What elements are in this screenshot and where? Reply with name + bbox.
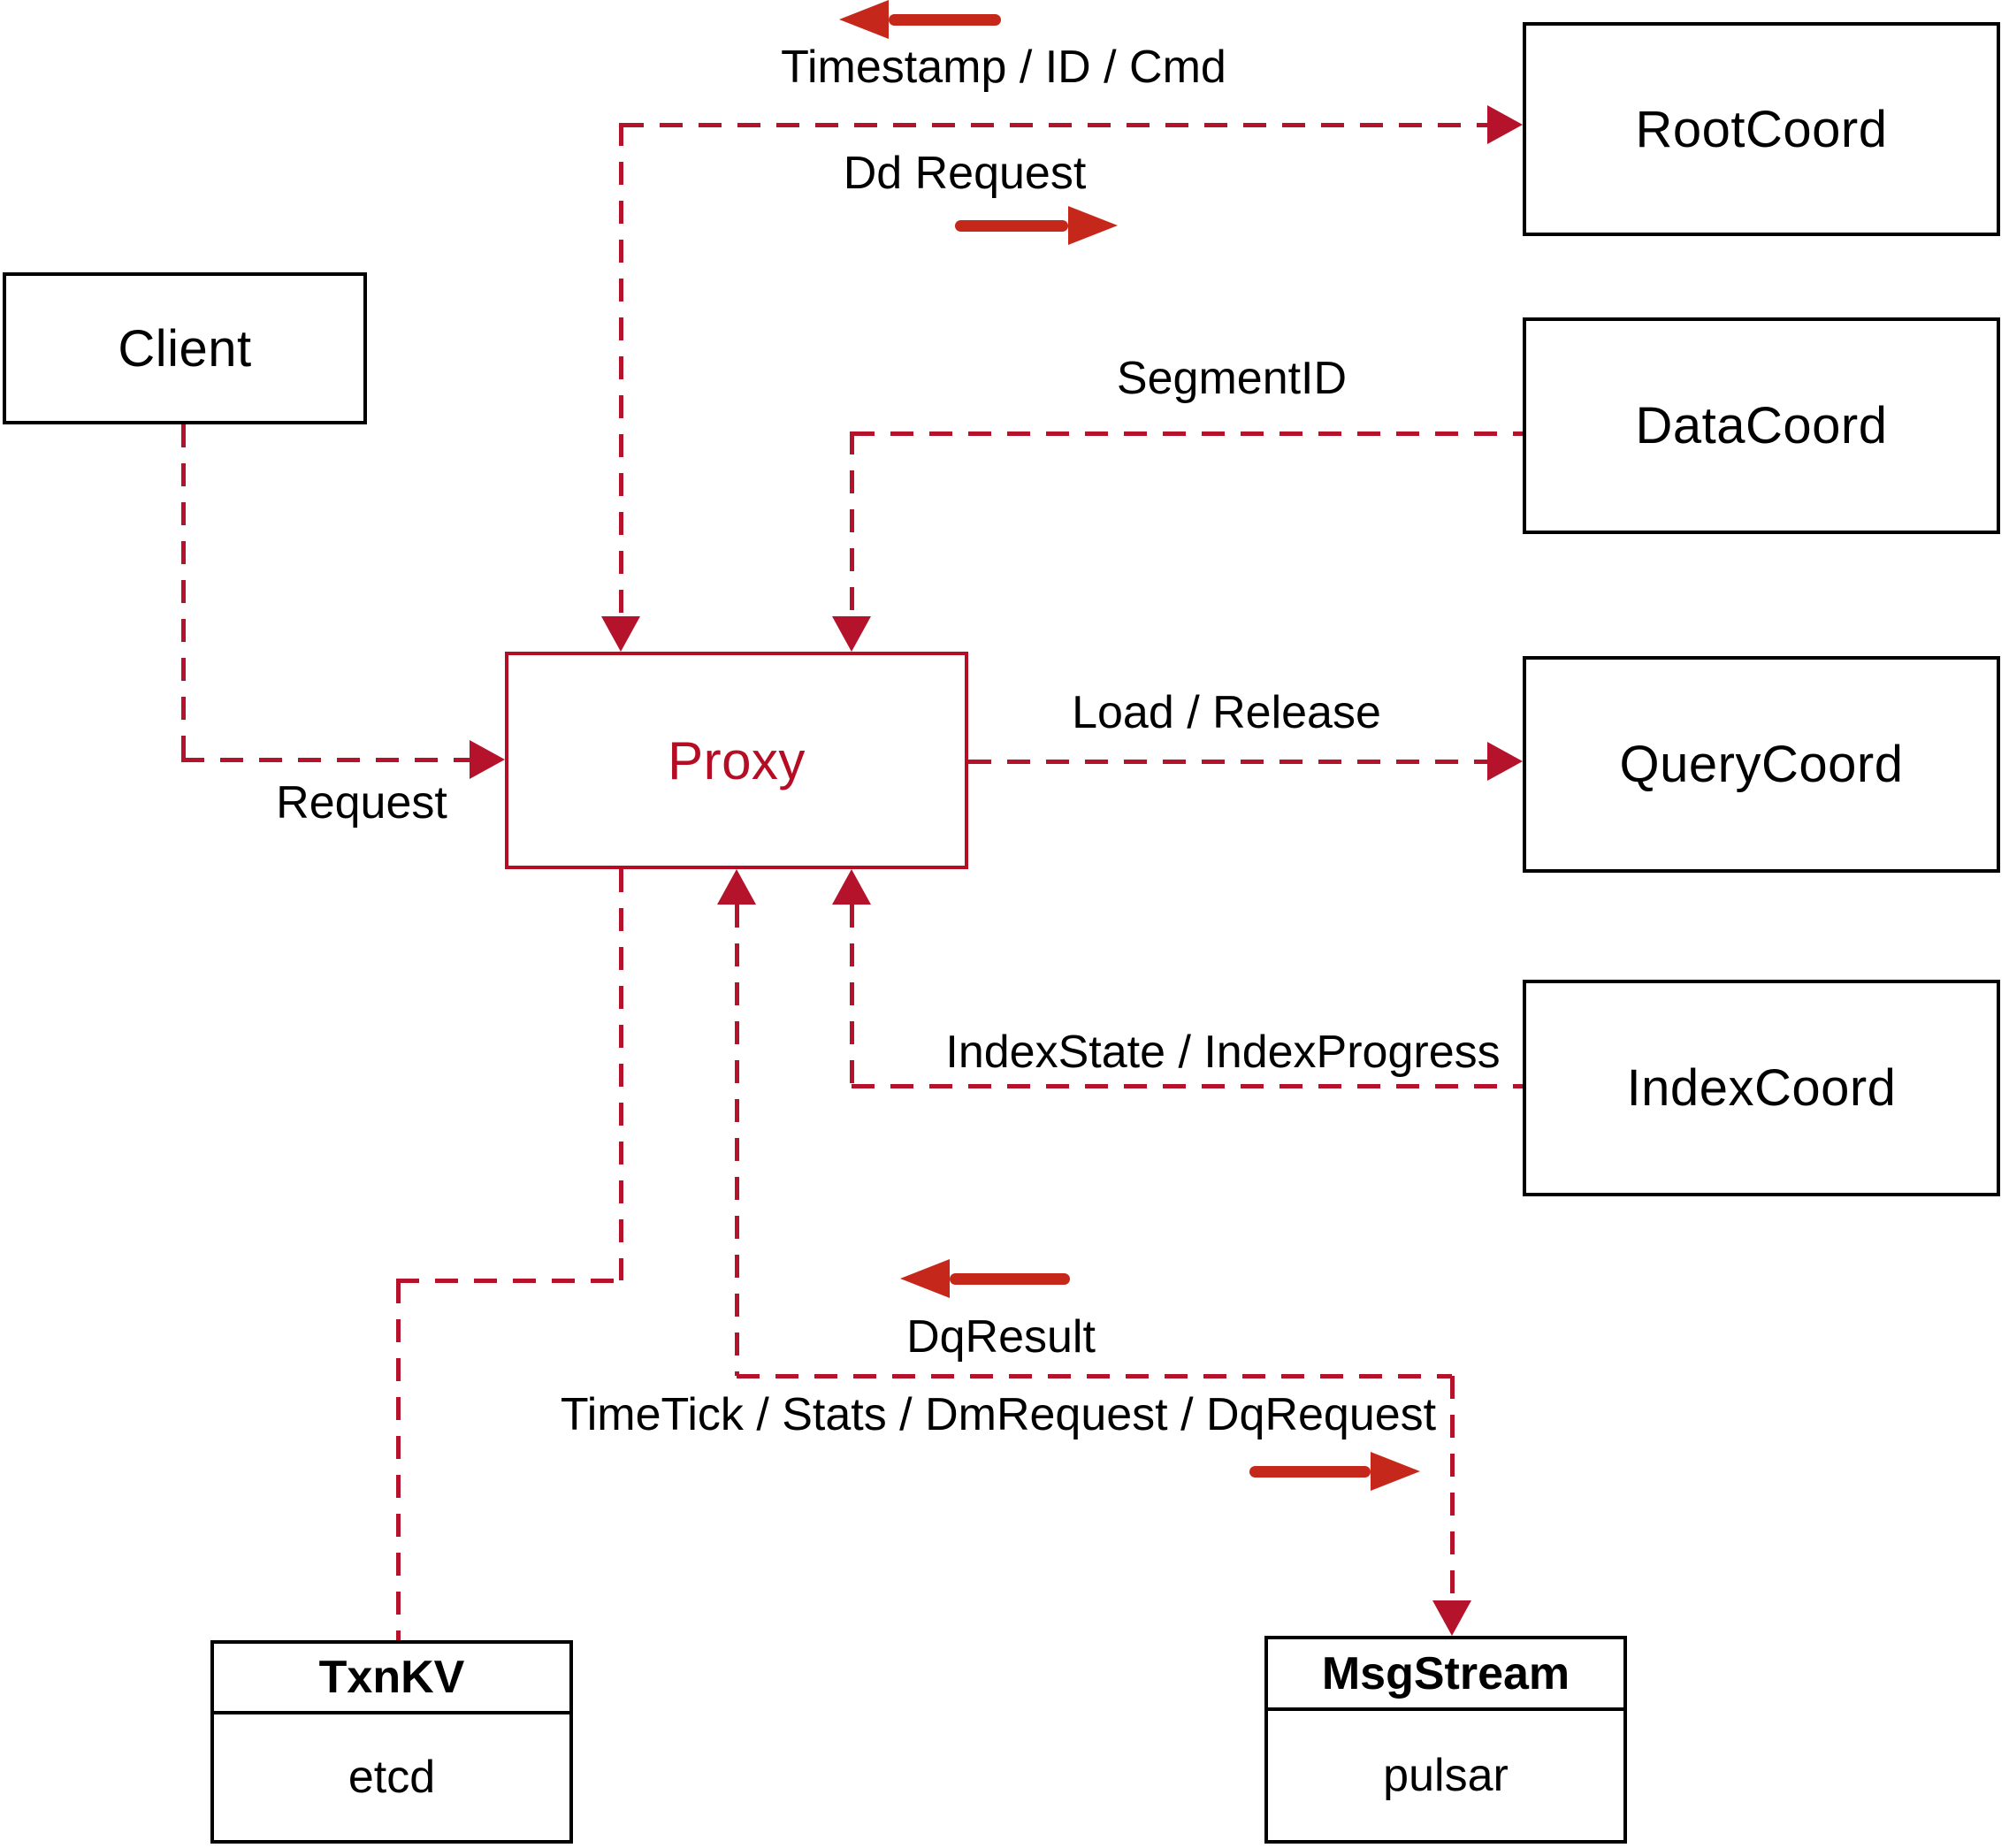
direction-arrow-left-timestamp-icon <box>839 0 1001 39</box>
direction-arrow-right-dd-request-icon <box>955 206 1118 245</box>
edge-label-timestamp: Timestamp / ID / Cmd <box>781 42 1226 93</box>
arrowhead-into-querycoord-icon <box>1487 742 1523 781</box>
edge-datacoord-vertical <box>850 431 854 616</box>
datacoord-label: DataCoord <box>1635 397 1888 454</box>
msgstream-title: MsgStream <box>1268 1639 1623 1711</box>
edge-label-segment-id: SegmentID <box>1116 353 1348 404</box>
edge-msgstream-horizontal <box>737 1374 1452 1378</box>
arrowhead-into-proxy-top-left-icon <box>601 616 640 652</box>
edge-txnkv-horizontal <box>396 1279 621 1283</box>
msgstream-impl: pulsar <box>1383 1750 1509 1801</box>
arrowhead-into-msgstream-icon <box>1432 1600 1471 1636</box>
edge-rootcoord-horizontal <box>621 123 1487 127</box>
edge-request-vertical <box>181 424 186 760</box>
msgstream-node: MsgStream pulsar <box>1264 1636 1627 1844</box>
datacoord-node: DataCoord <box>1523 317 2000 534</box>
edge-label-dd-request: Dd Request <box>843 148 1087 199</box>
edge-rootcoord-vertical <box>619 123 623 616</box>
client-label: Client <box>118 319 252 378</box>
querycoord-label: QueryCoord <box>1619 736 1904 793</box>
direction-arrow-left-dqresult-icon <box>900 1259 1070 1298</box>
edge-request-horizontal <box>181 758 470 762</box>
direction-arrow-right-timetick-icon <box>1249 1452 1420 1491</box>
edge-querycoord-horizontal <box>968 760 1487 764</box>
rootcoord-node: RootCoord <box>1523 22 2000 236</box>
arrowhead-into-proxy-bottom-right-icon <box>832 869 871 905</box>
edge-indexcoord-vertical <box>850 905 854 1086</box>
querycoord-node: QueryCoord <box>1523 656 2000 873</box>
rootcoord-label: RootCoord <box>1635 100 1888 158</box>
client-node: Client <box>3 272 367 424</box>
edge-indexcoord-horizontal <box>852 1084 1523 1088</box>
indexcoord-label: IndexCoord <box>1626 1059 1897 1117</box>
proxy-label: Proxy <box>668 730 806 790</box>
txnkv-impl: etcd <box>348 1752 436 1803</box>
arrowhead-into-rootcoord-icon <box>1487 105 1523 144</box>
edge-label-timetick: TimeTick / Stats / DmRequest / DqRequest <box>560 1389 1437 1440</box>
edge-label-index-state: IndexState / IndexProgress <box>945 1027 1501 1078</box>
arrowhead-into-proxy-top-right-icon <box>832 616 871 652</box>
arrowhead-into-proxy-bottom-left-icon <box>717 869 756 905</box>
proxy-node: Proxy <box>505 652 968 869</box>
arrowhead-into-proxy-left-icon <box>470 740 505 779</box>
edge-txnkv-vertical-lower <box>396 1280 401 1640</box>
edge-label-dq-result: DqResult <box>906 1311 1096 1363</box>
edge-label-load-release: Load / Release <box>1072 687 1381 738</box>
edge-label-request: Request <box>276 777 447 829</box>
edge-msgstream-vertical-upper <box>735 905 739 1376</box>
edge-msgstream-vertical-lower <box>1450 1376 1455 1600</box>
edge-datacoord-horizontal <box>852 431 1523 436</box>
txnkv-title: TxnKV <box>214 1644 569 1714</box>
txnkv-node: TxnKV etcd <box>210 1640 573 1844</box>
edge-txnkv-vertical-upper <box>619 869 623 1280</box>
indexcoord-node: IndexCoord <box>1523 980 2000 1196</box>
